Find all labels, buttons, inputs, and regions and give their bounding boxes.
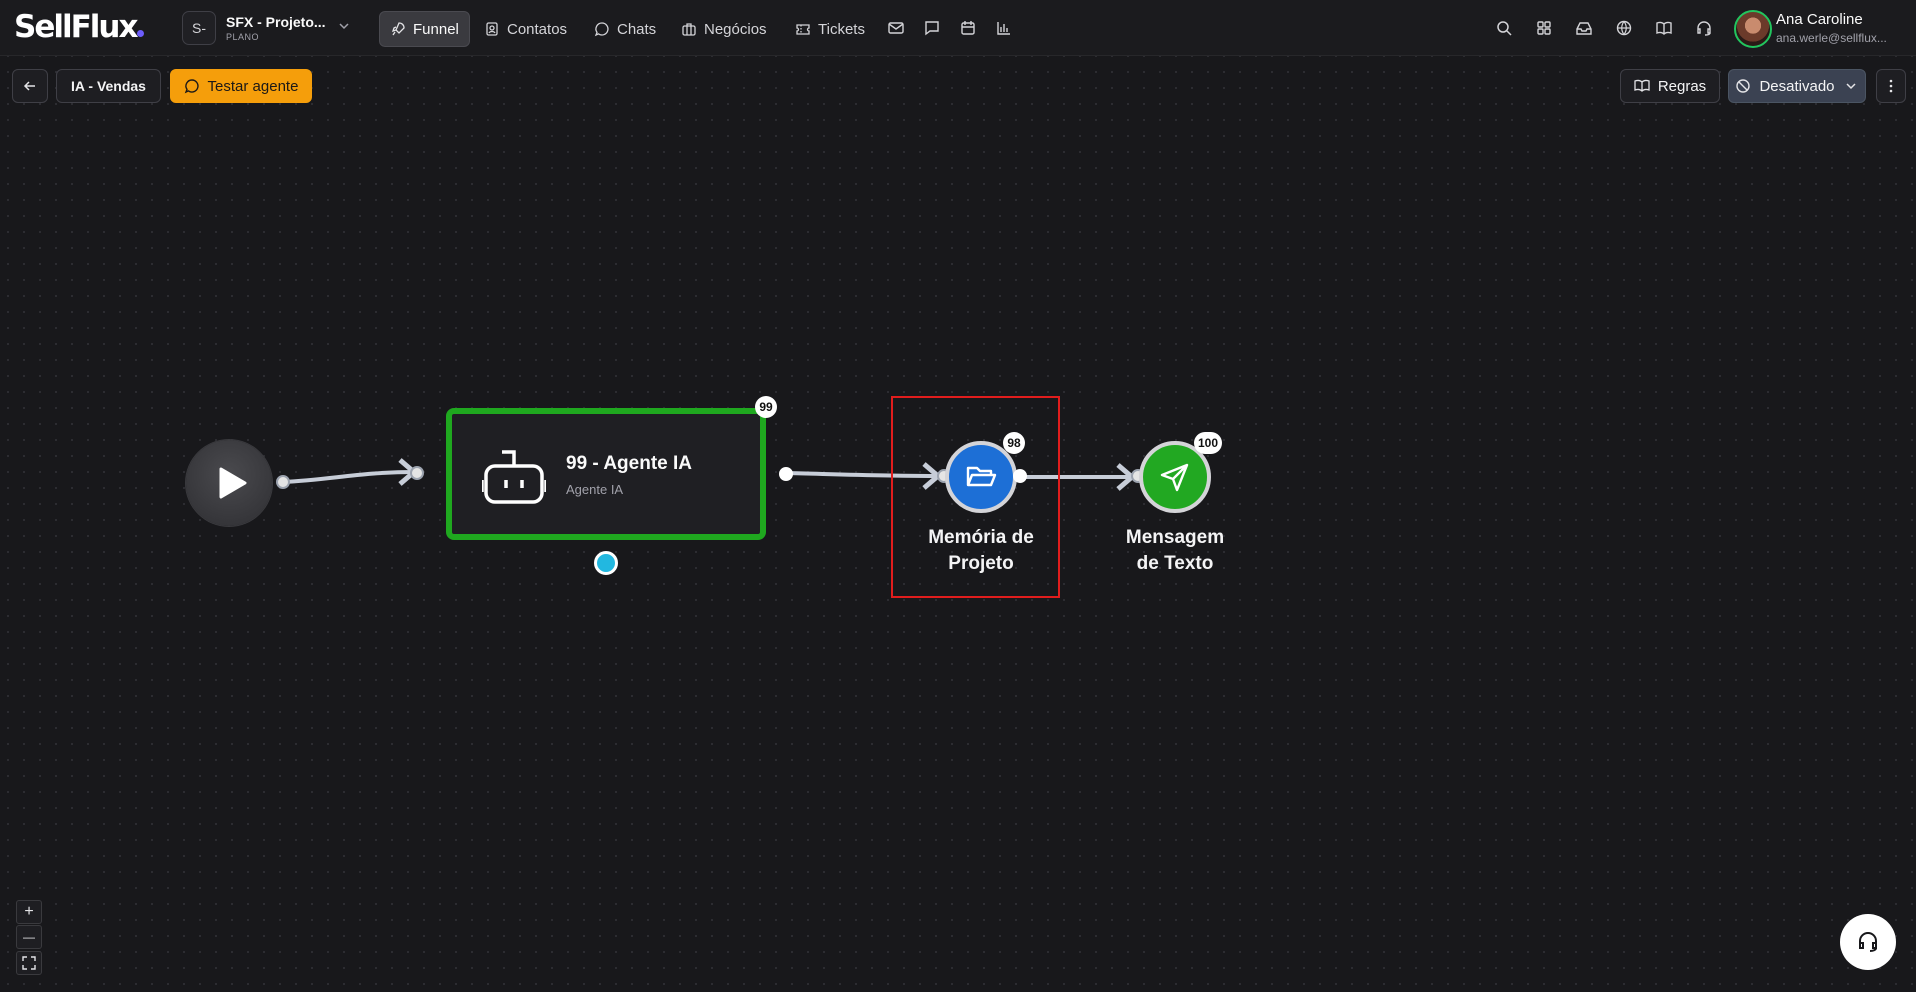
play-icon xyxy=(219,467,247,499)
user-email: ana.werle@sellflux... xyxy=(1776,31,1887,45)
memory-label-line1: Memória de xyxy=(928,527,1034,548)
nav-funnel[interactable]: Funnel xyxy=(379,11,470,47)
memory-node-label: Memória de Projeto xyxy=(911,525,1051,577)
message-label-line2: de Texto xyxy=(1136,553,1214,574)
rules-button[interactable]: Regras xyxy=(1620,69,1720,103)
more-options-button[interactable] xyxy=(1876,69,1906,103)
fit-view-button[interactable] xyxy=(16,951,42,975)
agent-tool-port[interactable] xyxy=(594,551,618,575)
nav-tickets[interactable]: Tickets xyxy=(785,11,875,47)
memory-label-line2: Projeto xyxy=(948,553,1014,574)
start-output-port[interactable] xyxy=(276,475,290,489)
memory-node[interactable] xyxy=(945,441,1017,513)
folder-open-icon xyxy=(966,466,997,487)
memory-node-badge: 98 xyxy=(1003,432,1025,454)
chevron-down-icon[interactable] xyxy=(336,18,352,34)
globe-icon[interactable] xyxy=(1615,19,1633,37)
sellflux-logo[interactable]: SellFlux xyxy=(14,9,145,45)
message-square-icon[interactable] xyxy=(923,19,941,37)
chat-icon xyxy=(594,22,609,37)
fullscreen-icon xyxy=(22,956,36,970)
apps-grid-icon[interactable] xyxy=(1535,19,1553,37)
ban-icon xyxy=(1736,79,1751,93)
user-avatar[interactable] xyxy=(1734,10,1772,48)
more-vertical-icon xyxy=(1889,79,1893,93)
project-avatar[interactable]: S- xyxy=(182,11,216,45)
book-open-icon xyxy=(1634,79,1650,92)
rocket-icon xyxy=(391,22,405,36)
flow-name-button[interactable]: IA - Vendas xyxy=(56,69,161,103)
project-title[interactable]: SFX - Projeto... xyxy=(226,14,326,30)
zoom-in-button[interactable]: + xyxy=(16,900,42,924)
agent-output-port[interactable] xyxy=(779,467,793,481)
send-icon xyxy=(1160,463,1189,492)
nav-contatos-label: Contatos xyxy=(507,20,568,38)
calendar-icon[interactable] xyxy=(959,19,977,37)
contacts-icon xyxy=(486,22,498,36)
user-name[interactable]: Ana Caroline xyxy=(1776,11,1863,28)
test-agent-label: Testar agente xyxy=(207,77,299,95)
start-node[interactable] xyxy=(186,440,272,526)
text-message-node[interactable] xyxy=(1139,441,1211,513)
support-chat-button[interactable] xyxy=(1840,914,1896,970)
agent-node-title: 99 - Agente IA xyxy=(566,453,692,474)
logo-dot xyxy=(137,30,145,37)
status-label: Desativado xyxy=(1759,77,1835,95)
headset-icon[interactable] xyxy=(1695,19,1713,37)
search-icon[interactable] xyxy=(1495,19,1513,37)
nav-contatos[interactable]: Contatos xyxy=(474,11,577,47)
chevron-down-icon xyxy=(1845,83,1856,90)
logo-text: SellFlux xyxy=(14,9,138,45)
back-button[interactable] xyxy=(12,69,48,103)
message-label-line1: Mensagem xyxy=(1125,527,1225,548)
chat-bubble-icon xyxy=(184,79,199,94)
rules-label: Regras xyxy=(1657,77,1707,95)
mail-icon[interactable] xyxy=(887,19,905,37)
nav-tickets-label: Tickets xyxy=(818,20,865,38)
test-agent-button[interactable]: Testar agente xyxy=(170,69,312,103)
nav-chats[interactable]: Chats xyxy=(584,11,666,47)
agent-ia-node[interactable] xyxy=(446,408,766,540)
nav-negocios-label: Negócios xyxy=(704,20,767,38)
agent-node-badge: 99 xyxy=(755,396,777,418)
arrow-left-icon xyxy=(23,81,35,91)
agent-input-port[interactable] xyxy=(410,466,424,480)
agent-node-subtitle: Agente IA xyxy=(566,482,624,497)
inbox-icon[interactable] xyxy=(1575,19,1593,37)
project-plan: PLANO xyxy=(226,32,260,42)
nav-negocios[interactable]: Negócios xyxy=(671,11,777,47)
briefcase-icon xyxy=(682,23,696,36)
memory-output-port[interactable] xyxy=(1013,469,1027,483)
selection-highlight xyxy=(891,396,1060,598)
nav-chats-label: Chats xyxy=(617,20,657,38)
nav-funnel-label: Funnel xyxy=(413,20,459,38)
top-navigation-bar: SellFlux S- SFX - Projeto... PLANO Funne… xyxy=(0,0,1916,56)
bar-chart-icon[interactable] xyxy=(995,19,1013,37)
robot-icon xyxy=(482,450,546,504)
message-node-badge: 100 xyxy=(1194,432,1223,454)
status-dropdown[interactable]: Desativado xyxy=(1728,69,1866,103)
book-icon[interactable] xyxy=(1655,19,1673,37)
zoom-out-button[interactable]: — xyxy=(16,925,42,949)
ticket-icon xyxy=(796,24,810,35)
message-node-label: Mensagem de Texto xyxy=(1105,525,1245,577)
headset-icon xyxy=(1859,932,1877,952)
